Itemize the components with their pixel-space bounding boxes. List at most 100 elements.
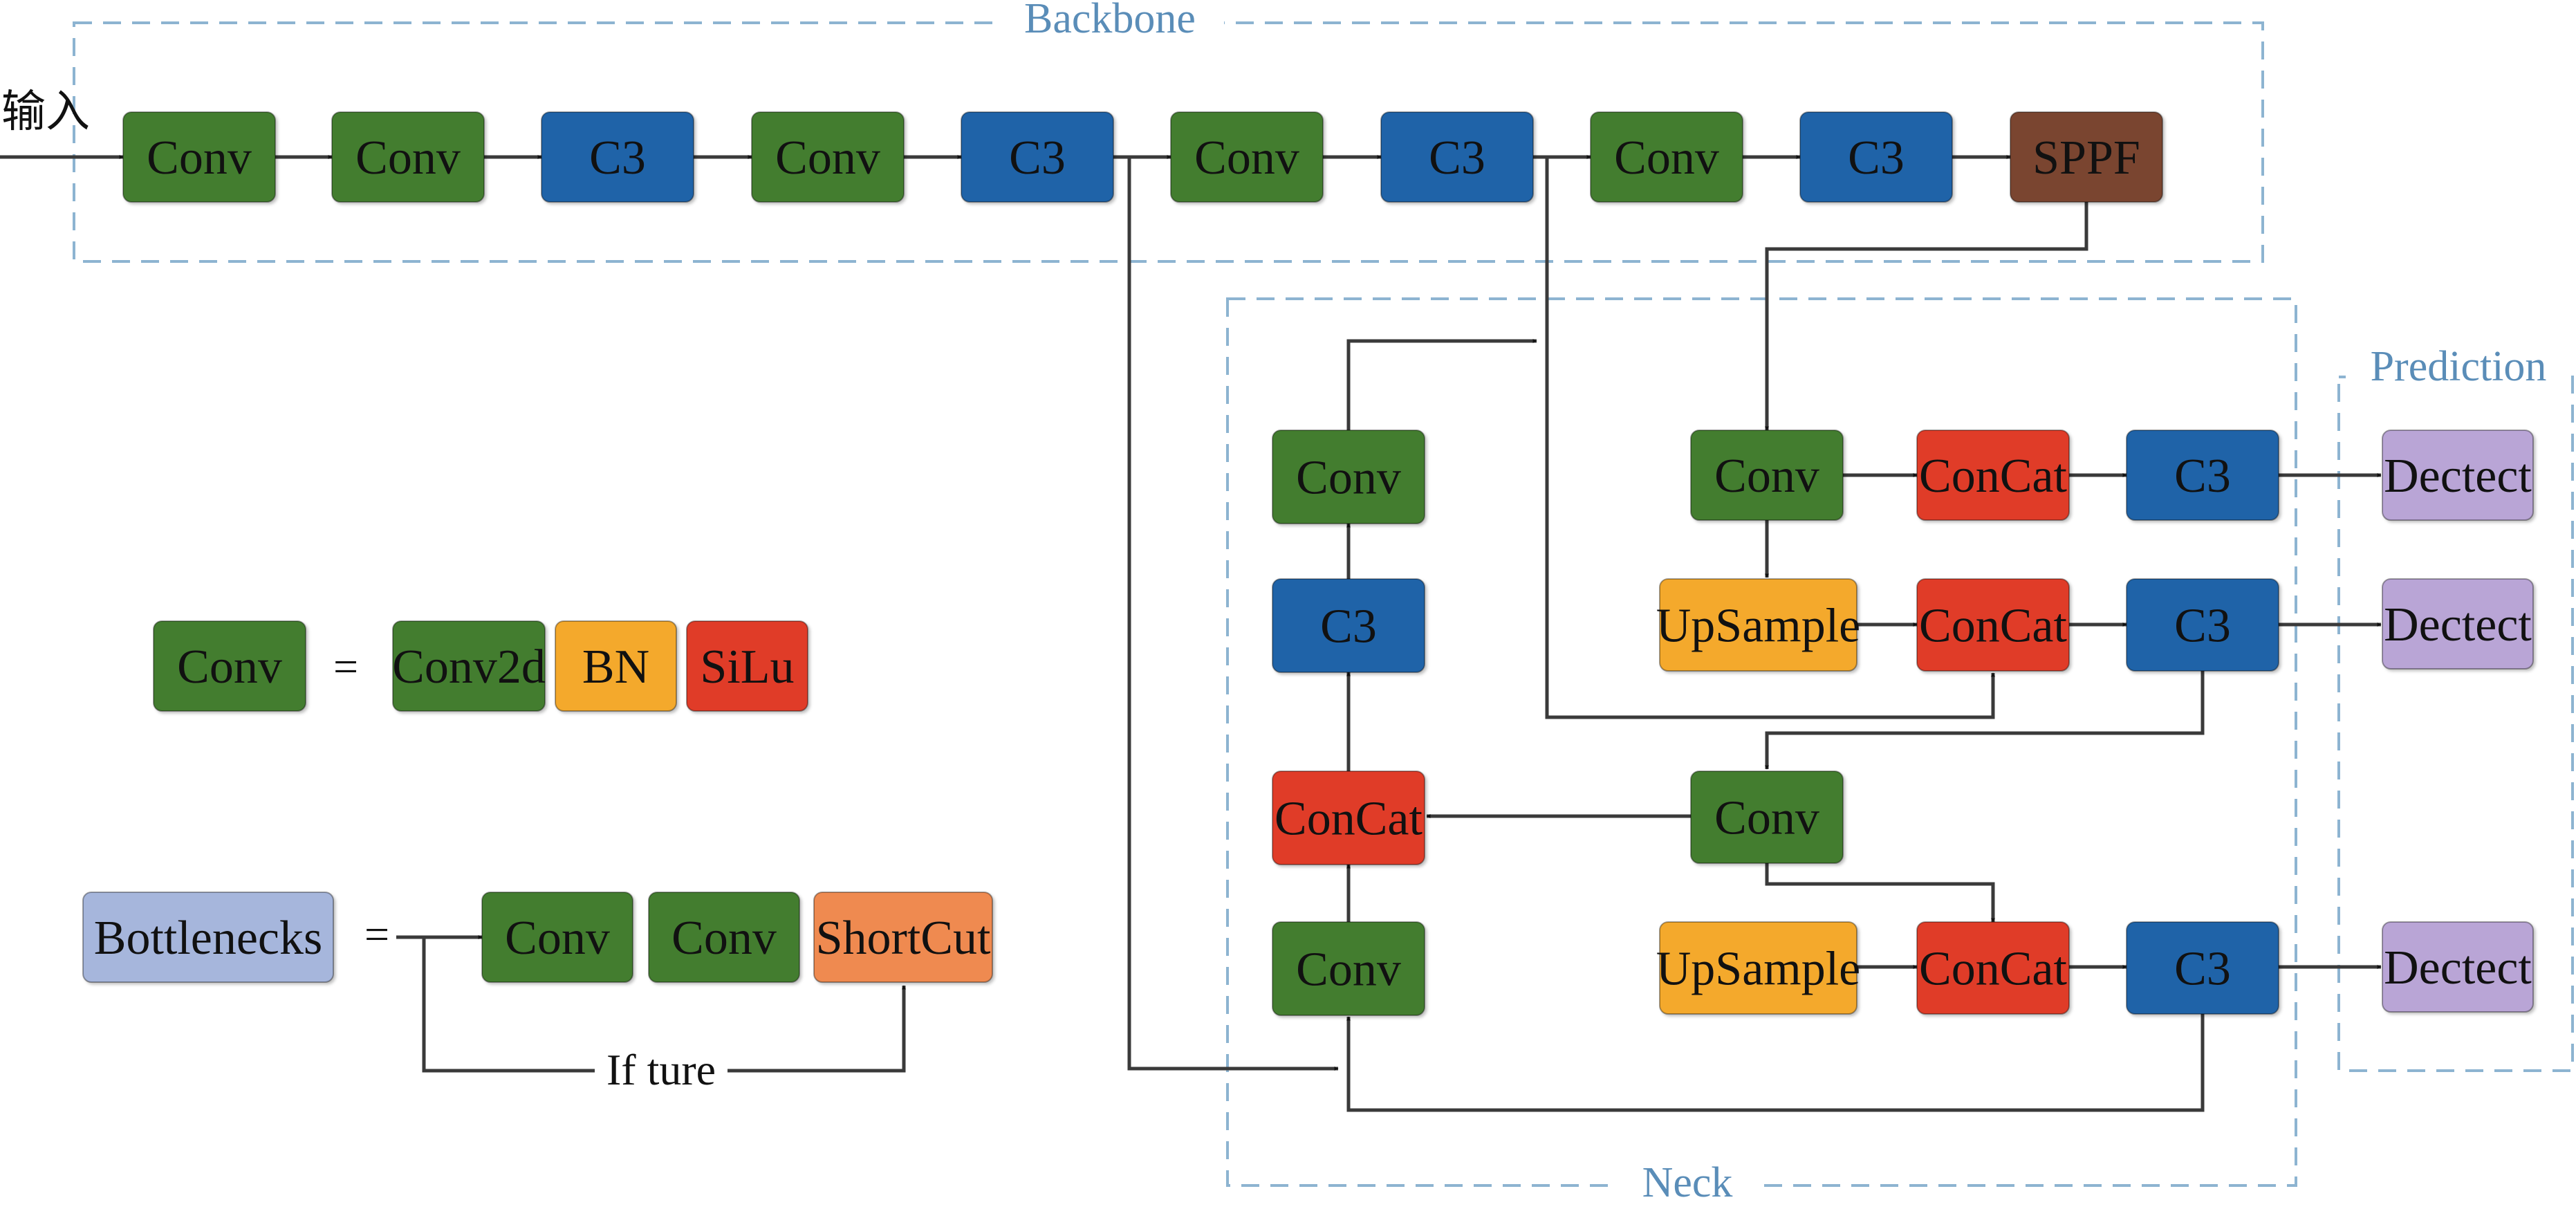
backbone-block-7-shape	[1380, 111, 1534, 203]
legend-shortcut-block-shape	[813, 892, 993, 983]
prediction-dectect-1-shape	[2382, 430, 2534, 521]
bottom-c3-to-left-conv	[1346, 1012, 2205, 1112]
legend-bn-block-label: BN	[582, 640, 649, 694]
neck-concat-top-shape	[1916, 430, 2070, 521]
neck-c3-bottom-label: C3	[2174, 943, 2231, 996]
legend-bottleneck-conv-1-label: Conv	[505, 912, 610, 965]
legend-bottleneck-conv-1: Conv	[481, 892, 633, 983]
neck-c3-top-shape	[2126, 430, 2279, 521]
neck-concat-bottom: ConCat	[1916, 921, 2070, 1015]
neck-top-conv: Conv	[1690, 430, 1844, 521]
backbone-block-2-label: Conv	[355, 131, 461, 185]
neck-label: Neck	[1642, 1159, 1733, 1206]
backbone-block-3-label: C3	[589, 131, 646, 185]
neck-left-block-2-shape	[1272, 578, 1425, 673]
backbone-block-8-label: Conv	[1614, 131, 1719, 185]
backbone-block-8: Conv	[1590, 111, 1743, 203]
input-label: 输入	[1, 87, 90, 136]
legend-shortcut-block-label: ShortCut	[816, 912, 991, 965]
legend-bottleneck-conv-2-shape	[648, 892, 800, 983]
backbone-block-4-shape	[751, 111, 905, 203]
legend-silu-block-shape	[686, 620, 808, 712]
backbone-block-1-label: Conv	[147, 131, 252, 185]
neck-region: Neck	[1226, 297, 2297, 1206]
mid-conv-to-bottom-concat	[1765, 861, 1995, 923]
neck-left-block-1: Conv	[1272, 430, 1425, 524]
neck-left-block-3: ConCat	[1272, 770, 1425, 865]
neck-upsample-2-shape	[1659, 921, 1857, 1015]
neck-concat-bottom-label: ConCat	[1919, 943, 2067, 996]
neck-c3-bottom: C3	[2126, 921, 2279, 1015]
backbone-region: Backbone	[73, 0, 2264, 263]
neck-left-block-3-shape	[1272, 770, 1425, 865]
neck-upsample-1-label: UpSample	[1656, 600, 1861, 653]
neck-c3-top-label: C3	[2174, 450, 2231, 503]
legend-conv-block-label: Conv	[177, 640, 282, 694]
legend-conv-block: Conv	[153, 620, 306, 712]
backbone-block-5-label: C3	[1009, 131, 1066, 185]
backbone-block-1-shape	[122, 111, 276, 203]
backbone-block-2-shape	[331, 111, 485, 203]
neck-frame	[1226, 297, 2297, 1187]
prediction-dectect-2: Dectect	[2382, 578, 2534, 670]
legend-bottlenecks-block: Bottlenecks	[82, 892, 334, 983]
neck-concat-top: ConCat	[1916, 430, 2070, 521]
backbone-block-10: SPPF	[2010, 111, 2163, 203]
neck-c3-top: C3	[2126, 430, 2279, 521]
prediction-label-mask	[2346, 346, 2570, 390]
backbone-block-4-label: Conv	[775, 131, 880, 185]
legend-bottleneck-conv-2: Conv	[648, 892, 800, 983]
legend-conv-equals: =	[333, 642, 358, 691]
neck-concat-mid-shape	[1916, 578, 2070, 672]
backbone-block-5-shape	[961, 111, 1114, 203]
backbone-frame	[73, 21, 2264, 263]
backbone-c3-2-to-bottom-concat	[1113, 155, 1339, 1071]
legend-silu-block: SiLu	[686, 620, 808, 712]
backbone-block-8-shape	[1590, 111, 1743, 203]
prediction-dectect-1: Dectect	[2382, 430, 2534, 521]
neck-concat-mid-label: ConCat	[1919, 600, 2067, 653]
neck-top-conv-shape	[1690, 430, 1844, 521]
legend-bn-block-shape	[555, 620, 677, 712]
legend-bottleneck-conv-1-shape	[481, 892, 633, 983]
neck-upsample-2-label: UpSample	[1656, 943, 1861, 996]
legend-bottleneck-conv-2-label: Conv	[671, 912, 777, 965]
prediction-dectect-3-shape	[2382, 921, 2534, 1013]
legend-bottlenecks-block-shape	[82, 892, 334, 983]
prediction-dectect-2-shape	[2382, 578, 2534, 670]
neck-concat-mid: ConCat	[1916, 578, 2070, 672]
backbone-block-7: C3	[1380, 111, 1534, 203]
neck-upsample-1: UpSample	[1656, 578, 1861, 672]
backbone-label-mask	[996, 3, 1224, 42]
backbone-block-2: Conv	[331, 111, 485, 203]
left-conv-to-top-concat	[1346, 339, 1537, 430]
neck-left-block-4: Conv	[1272, 921, 1425, 1016]
neck-left-block-2-label: C3	[1320, 600, 1377, 654]
neck-mid-conv-shape	[1690, 770, 1844, 864]
prediction-dectect-3-label: Dectect	[2384, 941, 2532, 995]
backbone-block-9-shape	[1799, 111, 1953, 203]
legend-bottleneck-equals: =	[364, 910, 389, 959]
backbone-block-10-shape	[2010, 111, 2163, 203]
neck-upsample-2: UpSample	[1656, 921, 1861, 1015]
neck-c3-mid-shape	[2126, 578, 2279, 672]
legend-conv2d-block-label: Conv2d	[392, 640, 546, 694]
sppf-to-neck-conv	[1765, 202, 2088, 431]
legend-shortcut-route-end	[728, 985, 906, 1073]
neck-c3-mid: C3	[2126, 578, 2279, 672]
mid-c3-to-mid-conv	[1765, 670, 2205, 770]
neck-left-block-4-shape	[1272, 921, 1425, 1016]
neck-left-block-1-label: Conv	[1296, 452, 1401, 505]
backbone-block-9-label: C3	[1848, 131, 1905, 185]
legend-conv2d-block-shape	[392, 620, 546, 712]
neck-label-mask	[1618, 1162, 1757, 1206]
backbone-label: Backbone	[1024, 0, 1196, 42]
legend-shortcut-route	[422, 937, 595, 1073]
neck-top-conv-label: Conv	[1714, 450, 1819, 503]
legend-conv2d-block: Conv2d	[392, 620, 546, 712]
backbone-block-4: Conv	[751, 111, 905, 203]
backbone-block-5: C3	[961, 111, 1114, 203]
connections	[0, 155, 2382, 1112]
